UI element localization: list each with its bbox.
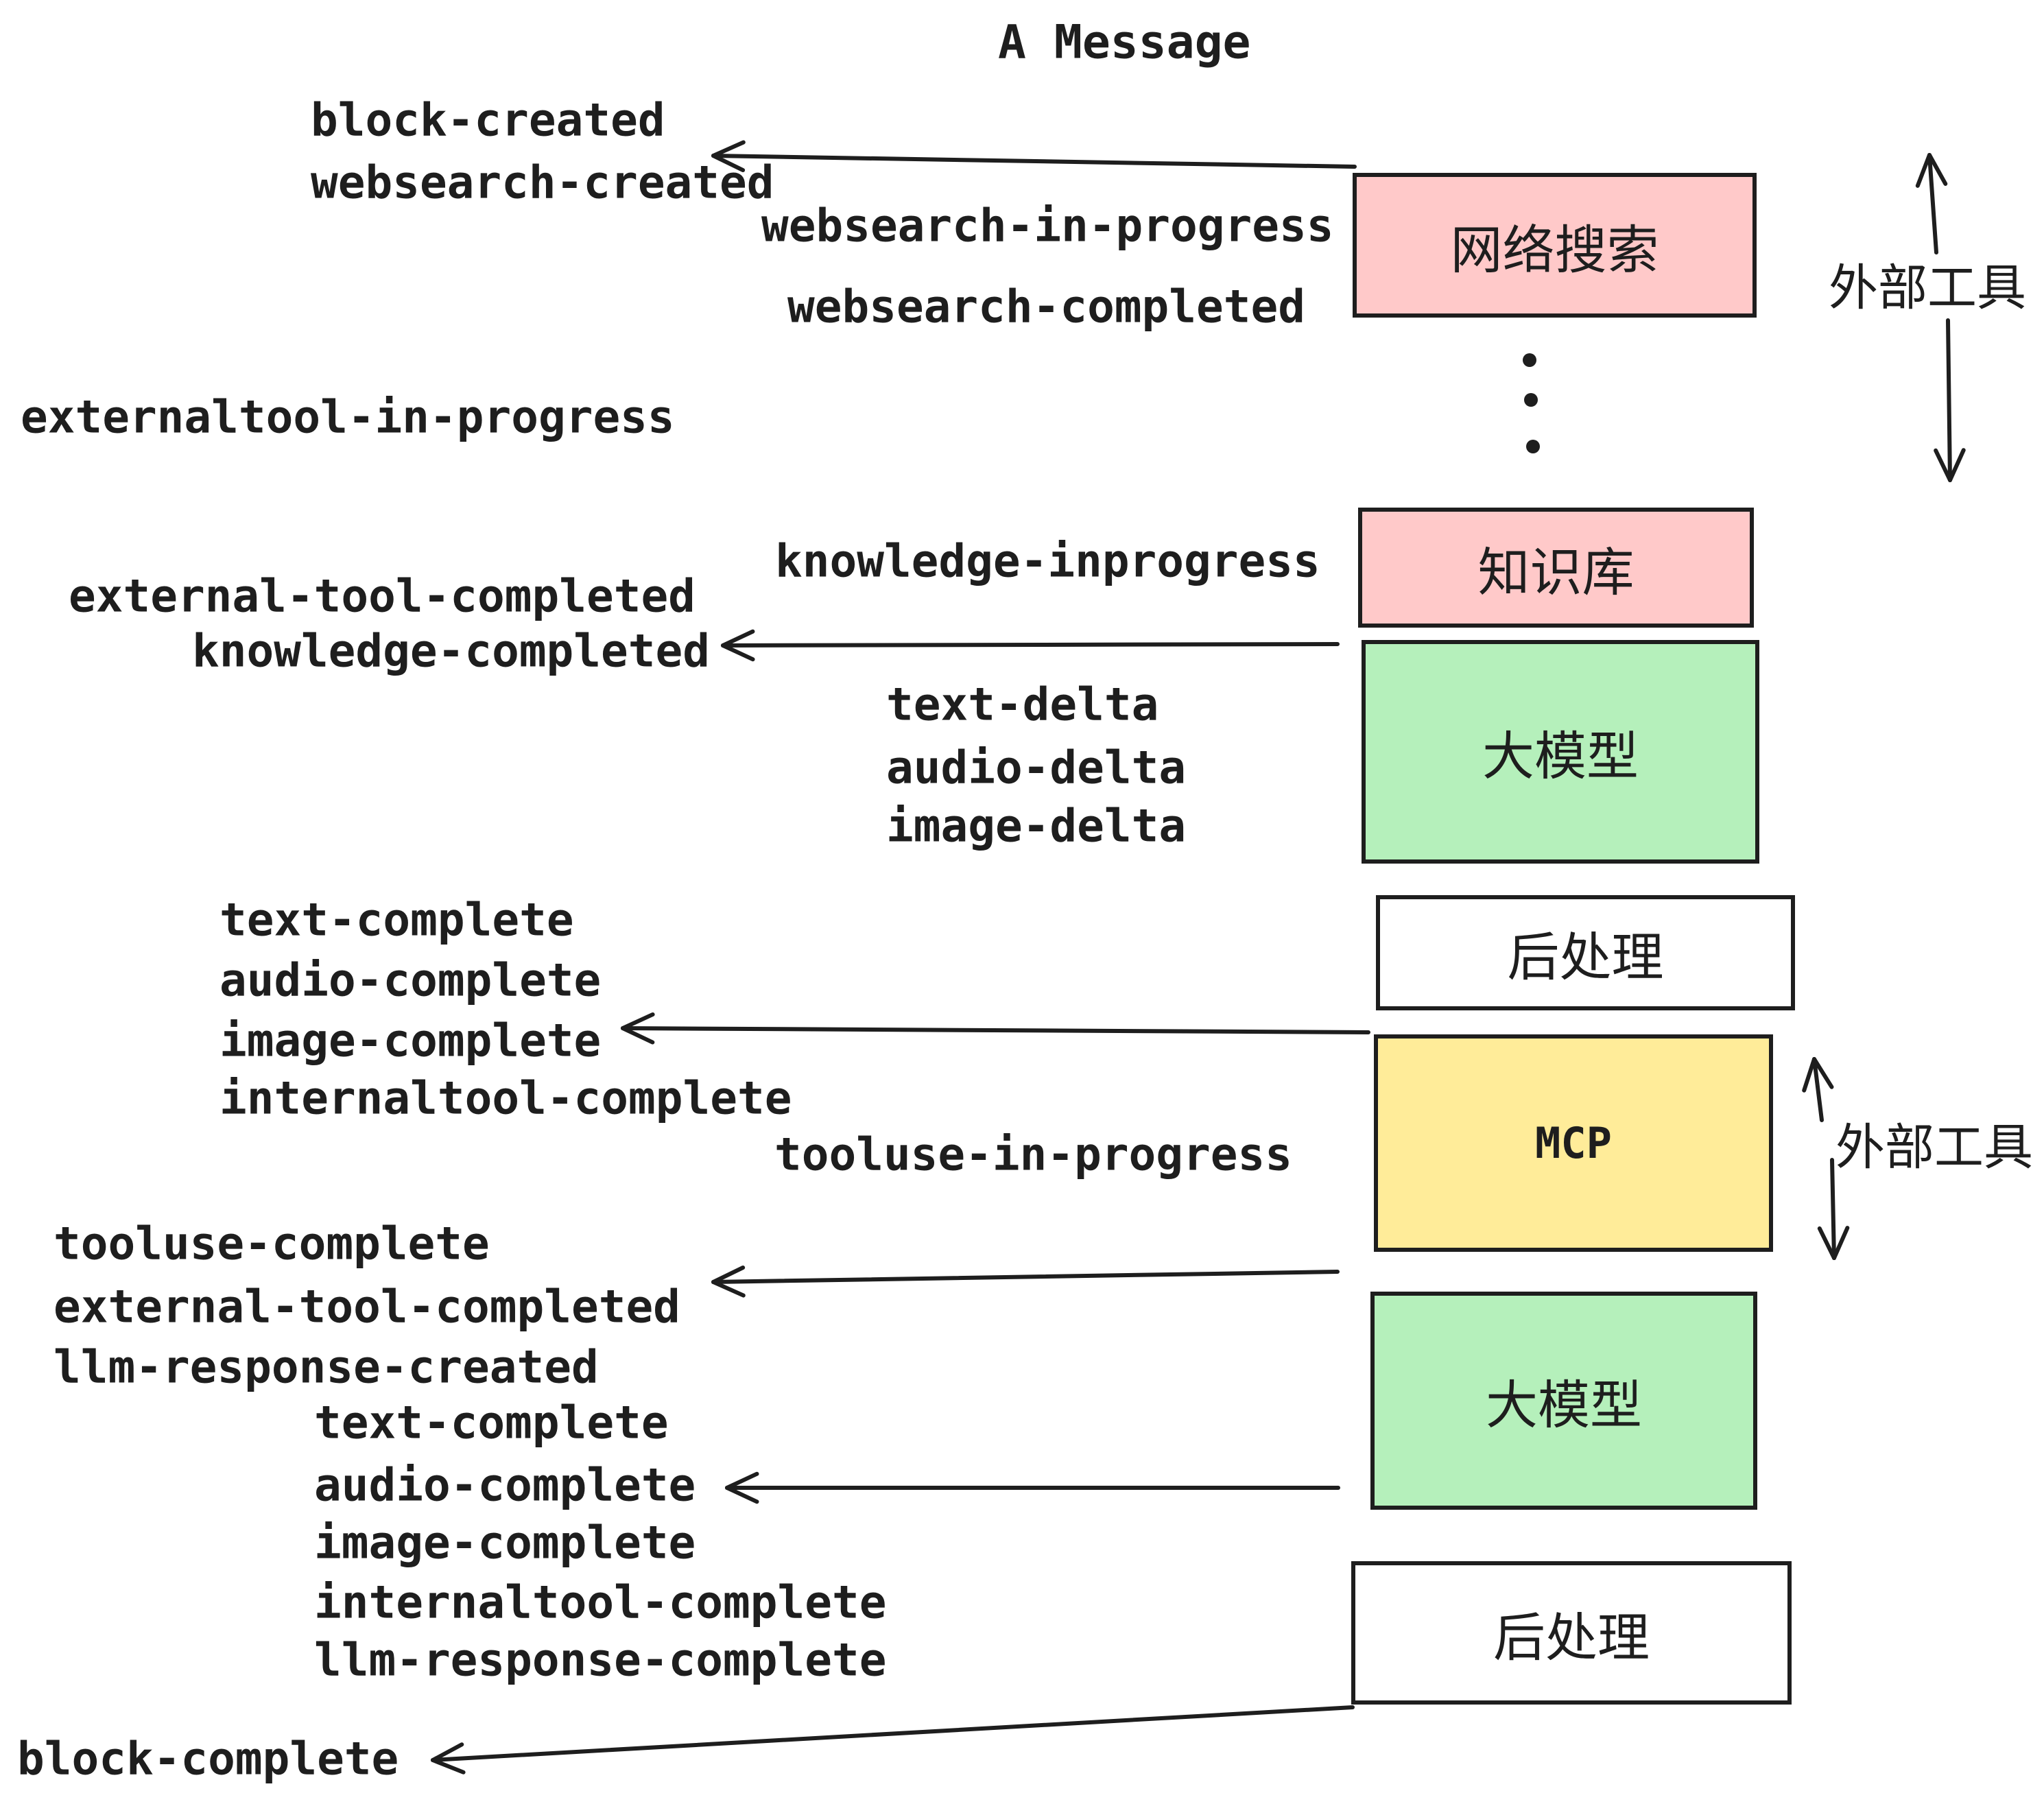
- external-tools-bottom-label: 外部工具: [1835, 1120, 2034, 1176]
- event-knowledge-inprogress: knowledge-inprogress: [775, 534, 1320, 588]
- event-block-complete: block-complete: [17, 1732, 399, 1785]
- external-tools-top-up-arrow: [1915, 153, 1948, 254]
- event-tooluse-in-progress: tooluse-in-progress: [774, 1128, 1292, 1181]
- node-mcp-label: MCP: [1535, 1118, 1612, 1168]
- node-llm-top-label: 大模型: [1482, 728, 1639, 786]
- node-postprocess-top: 后处理: [1376, 895, 1795, 1010]
- arrow-to-image-complete: [621, 1012, 1370, 1045]
- external-tools-top-down-arrow: [1934, 318, 1966, 482]
- event-block-created: block-created: [311, 93, 665, 147]
- event-tooluse-complete: tooluse-complete: [54, 1217, 490, 1270]
- event-image-complete: image-complete: [219, 1014, 602, 1067]
- node-postprocess-bottom-label: 后处理: [1493, 1609, 1650, 1667]
- event-knowledge-completed: knowledge-completed: [192, 624, 710, 678]
- ellipsis-dot: [1524, 393, 1538, 407]
- external-tools-bottom-up-arrow: [1802, 1057, 1834, 1122]
- event-externaltool-in-progress: externaltool-in-progress: [21, 390, 675, 444]
- event-websearch-created: websearch-created: [311, 156, 774, 209]
- event-internaltool-complete: internaltool-complete: [219, 1071, 792, 1125]
- event-image-complete: image-complete: [314, 1516, 696, 1569]
- event-audio-delta: audio-delta: [886, 741, 1187, 794]
- node-llm-bottom-label: 大模型: [1486, 1377, 1642, 1435]
- ellipsis-dot: [1523, 353, 1536, 367]
- event-image-delta: image-delta: [886, 799, 1187, 853]
- event-websearch-completed: websearch-completed: [787, 280, 1305, 333]
- arrow-to-websearch-created: [711, 140, 1357, 173]
- node-knowledge: 知识库: [1358, 508, 1754, 628]
- event-internaltool-complete: internaltool-complete: [314, 1576, 887, 1629]
- event-llm-response-complete: llm-response-complete: [314, 1633, 887, 1687]
- arrow-to-block-complete: [431, 1705, 1355, 1775]
- external-tools-top-label: 外部工具: [1828, 261, 2027, 316]
- event-websearch-in-progress: websearch-in-progress: [761, 199, 1334, 252]
- node-postprocess-top-label: 后处理: [1507, 929, 1664, 987]
- node-websearch: 网络搜索: [1353, 173, 1757, 318]
- node-mcp: MCP: [1374, 1034, 1773, 1252]
- arrow-to-external-tool-completed: [711, 1266, 1340, 1298]
- node-llm-top: 大模型: [1362, 640, 1759, 864]
- arrow-to-audio-complete: [725, 1471, 1340, 1504]
- ellipsis-dot: [1526, 440, 1540, 453]
- event-external-tool-completed: external-tool-completed: [54, 1280, 680, 1333]
- event-audio-complete: audio-complete: [219, 953, 602, 1007]
- node-llm-bottom: 大模型: [1370, 1292, 1757, 1510]
- diagram-title: A Message: [998, 15, 1251, 70]
- event-text-complete: text-complete: [314, 1396, 669, 1449]
- event-external-tool-completed: external-tool-completed: [69, 569, 696, 623]
- node-postprocess-bottom: 后处理: [1351, 1561, 1792, 1705]
- event-llm-response-created: llm-response-created: [54, 1340, 599, 1394]
- event-text-delta: text-delta: [886, 678, 1159, 731]
- node-knowledge-label: 知识库: [1477, 543, 1635, 602]
- external-tools-bottom-down-arrow: [1817, 1158, 1850, 1260]
- node-websearch-label: 网络搜索: [1450, 221, 1659, 280]
- event-text-complete: text-complete: [219, 893, 574, 947]
- arrow-to-knowledge-completed: [721, 629, 1340, 662]
- event-audio-complete: audio-complete: [314, 1458, 696, 1512]
